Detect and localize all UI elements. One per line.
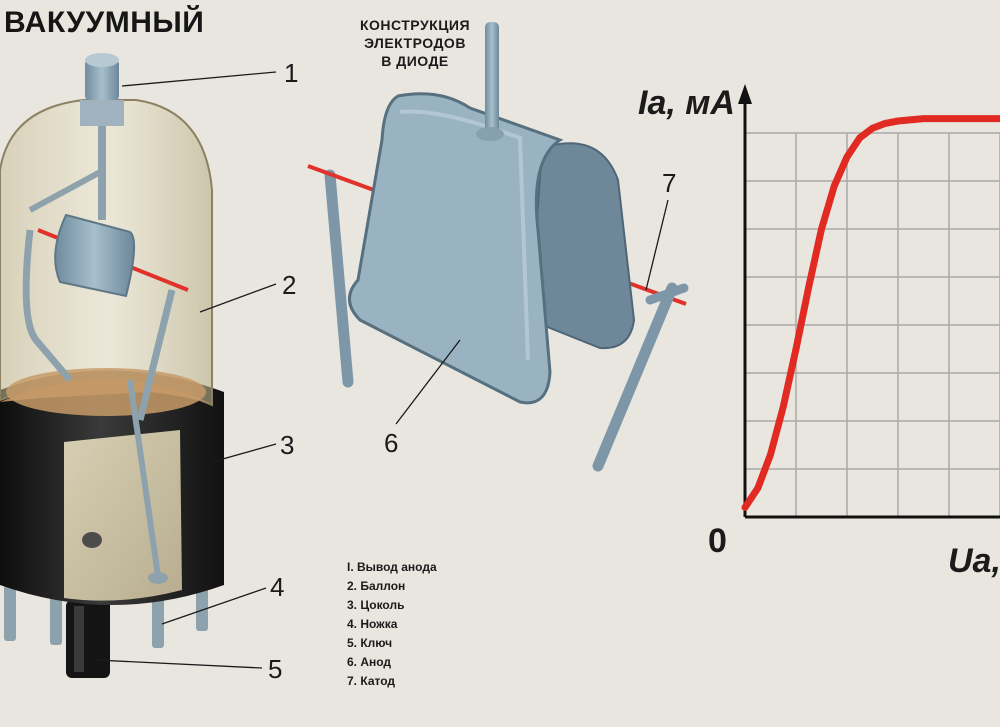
callout-3: 3 [280, 430, 295, 460]
anode-front-plate [348, 92, 564, 405]
tube-pin [4, 585, 16, 641]
caption-line-3: В ДИОДЕ [381, 53, 449, 69]
tube-pin [196, 585, 208, 631]
vacuum-tube [0, 53, 224, 678]
anode-cap [85, 60, 119, 100]
anode-back-plate [528, 142, 636, 350]
series-curve [741, 115, 1000, 511]
legend-item: I. Вывод анода [347, 560, 437, 574]
tube-anode [54, 213, 136, 298]
iv-characteristic-chart [738, 84, 1000, 519]
callout-4: 4 [270, 572, 285, 602]
electrode-construction [307, 22, 689, 472]
chart-grid [745, 132, 1000, 517]
caption-line-1: КОНСТРУКЦИЯ [359, 17, 471, 33]
origin-label: 0 [708, 522, 727, 560]
caption-line-2: ЭЛЕКТРОДОВ [364, 35, 466, 51]
page-title: ВАКУУМНЫЙ [4, 6, 205, 39]
legend-item: 4. Ножка [347, 617, 398, 631]
x-axis-label: Uа, [948, 542, 1000, 580]
tube-pin [50, 595, 62, 645]
callout-6: 6 [384, 428, 399, 458]
cathode-support-left [324, 169, 354, 388]
leader-lines [95, 71, 669, 669]
legend-item: 7. Катод [347, 674, 395, 688]
callout-7: 7 [662, 168, 677, 198]
legend-item: 2. Баллон [347, 579, 406, 593]
callout-2: 2 [282, 270, 297, 300]
tube-pin [152, 596, 164, 648]
legend-item: 5. Ключ [347, 636, 393, 650]
callout-1: 1 [284, 58, 299, 88]
anode-lead-pin [485, 22, 499, 134]
diode-construction-caption: КОНСТРУКЦИЯ ЭЛЕКТРОДОВ В ДИОДЕ [352, 16, 478, 70]
callout-5: 5 [268, 654, 283, 684]
y-axis-arrow [738, 84, 752, 104]
legend-item: 6. Анод [347, 655, 392, 669]
cathode-support-right [592, 282, 678, 472]
y-axis-label: Iа, мА [638, 84, 735, 122]
legend-list: I. Вывод анода 2. Баллон 3. Цоколь 4. Но… [347, 558, 437, 691]
legend-item: 3. Цоколь [347, 598, 405, 612]
tube-key [66, 600, 110, 678]
